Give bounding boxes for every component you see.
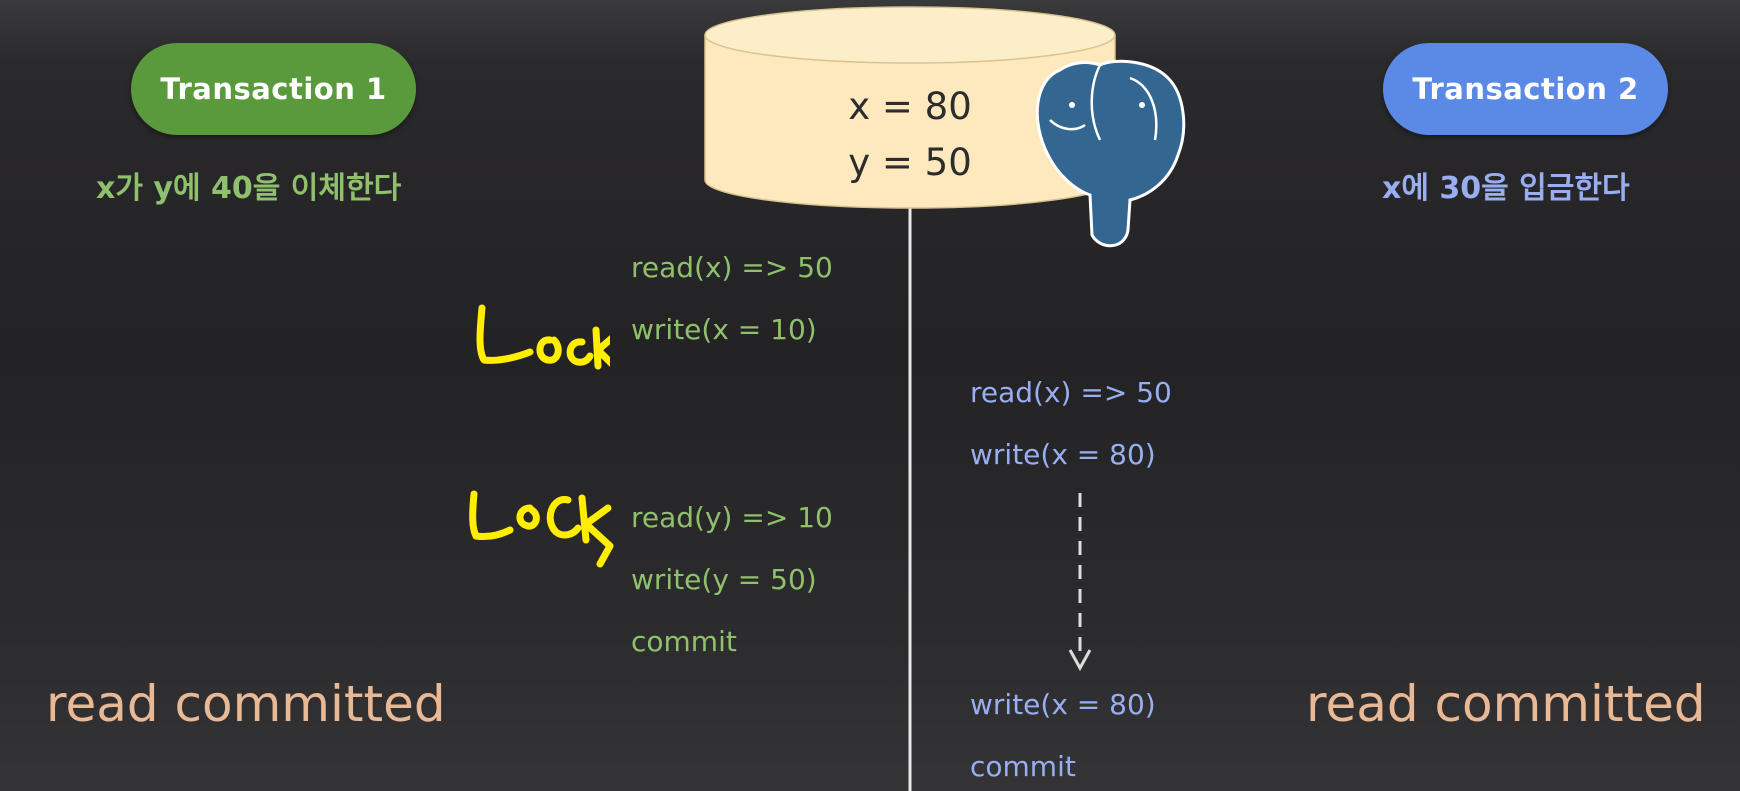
lock-annotation-2 (469, 490, 614, 568)
lock-annotation-1 (476, 304, 610, 370)
t1-op-read-y: read(y) => 10 (631, 501, 833, 534)
t1-op-commit: commit (631, 625, 737, 658)
t1-op-write-y: write(y = 50) (631, 563, 817, 596)
t2-op-write-x: write(x = 80) (970, 438, 1156, 471)
isolation-level-left: read committed (46, 675, 446, 733)
t1-op-read-x: read(x) => 50 (631, 251, 833, 284)
postgresql-elephant-icon (1035, 59, 1186, 248)
transaction-1-pill: Transaction 1 (131, 43, 416, 135)
isolation-level-right: read committed (1306, 675, 1706, 733)
transaction-1-description: x가 y에 40을 이체한다 (96, 171, 402, 206)
transaction-2-pill: Transaction 2 (1383, 43, 1668, 135)
database-cylinder (704, 6, 1116, 209)
wait-arrow (1068, 493, 1092, 672)
t2-op-write-x-retry: write(x = 80) (970, 688, 1156, 721)
t1-op-write-x: write(x = 10) (631, 313, 817, 346)
t2-op-read-x: read(x) => 50 (970, 376, 1172, 409)
transaction-2-description: x에 30을 입금한다 (1382, 171, 1630, 206)
t2-op-commit: commit (970, 750, 1076, 783)
db-y-value: y = 50 (848, 141, 972, 184)
db-x-value: x = 80 (848, 85, 972, 128)
